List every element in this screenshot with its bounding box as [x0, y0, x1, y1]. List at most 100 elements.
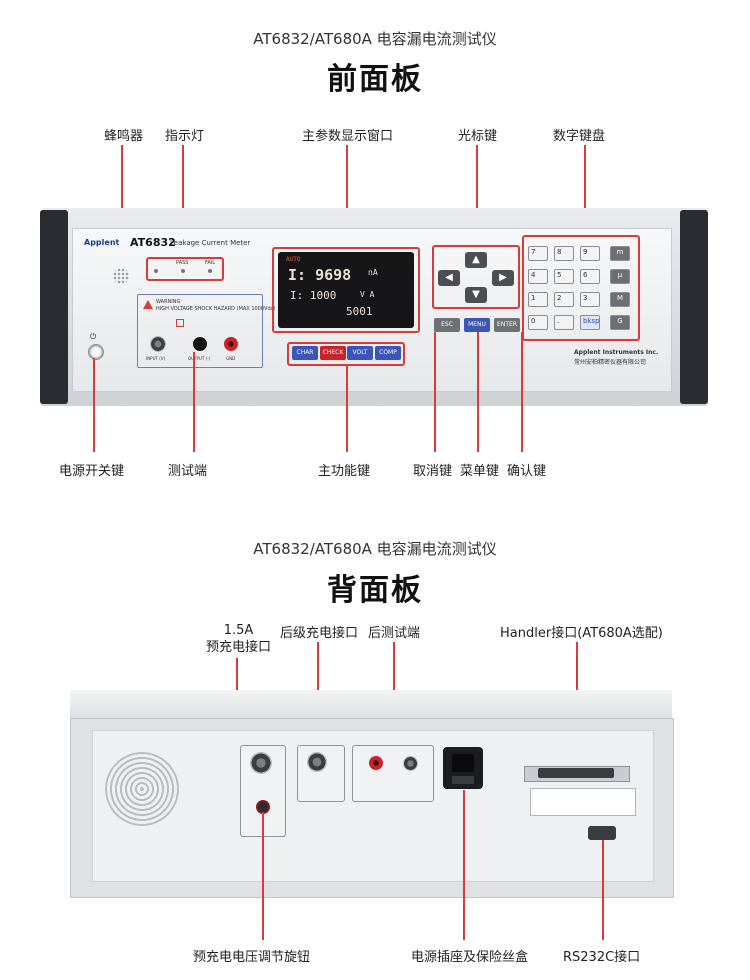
comp-key[interactable]: COMP: [375, 346, 401, 360]
menu-key[interactable]: MENU: [464, 318, 490, 332]
rear-title: 背面板: [327, 573, 423, 608]
function-keys-highlight: [287, 342, 405, 366]
label-test-terminal: 测试端: [168, 464, 208, 479]
keypad-key-bksp[interactable]: bksp: [580, 315, 600, 330]
unit-key-giga[interactable]: G: [610, 315, 630, 330]
warning-title: WARNING: [156, 299, 181, 305]
indicator-led-1: [154, 269, 158, 273]
screen-line-1: I: 9698: [288, 266, 352, 284]
rear-test-red-terminal[interactable]: [369, 756, 383, 770]
indicator-led-fail: [208, 269, 212, 273]
screen-line-3: 5001: [346, 305, 373, 318]
label-post-charge-port: 后级充电接口: [280, 626, 359, 641]
leader-main-display: [346, 145, 348, 247]
model-description: Leakage Current Meter: [170, 239, 251, 247]
post-charge-connector[interactable]: [307, 752, 327, 772]
leader-cursor-keys: [476, 145, 478, 245]
left-arrow-key[interactable]: ◀: [438, 270, 460, 286]
leader-function-keys: [346, 366, 348, 452]
left-rack-ear: [40, 210, 68, 404]
front-title: 前面板: [327, 62, 423, 97]
unit-key-micro[interactable]: μ: [610, 269, 630, 284]
cooling-fan-grille: [105, 752, 179, 826]
check-key[interactable]: CHECK: [320, 346, 346, 360]
label-function-keys: 主功能键: [318, 464, 371, 479]
unit-key-m[interactable]: m: [610, 246, 630, 261]
keypad-key-5[interactable]: 5: [554, 269, 574, 284]
rear-nameplate: [530, 788, 636, 816]
rear-test-panel: [352, 745, 434, 802]
screen-unit-1: nA: [368, 268, 378, 277]
leader-precharge-knob: [262, 812, 264, 940]
front-subtitle: AT6832/AT680A 电容漏电流测试仪: [253, 30, 497, 48]
rear-subtitle: AT6832/AT680A 电容漏电流测试仪: [253, 540, 497, 558]
keypad-key-8[interactable]: 8: [554, 246, 574, 261]
screen-auto-flag: AUTO: [286, 256, 301, 263]
main-display-screen: [278, 252, 414, 328]
input-bnc-terminal[interactable]: [150, 336, 166, 352]
label-numeric-keypad: 数字键盘: [553, 129, 606, 144]
output-terminal[interactable]: [193, 337, 207, 351]
leader-indicator: [182, 145, 184, 257]
pass-label: PASS: [176, 260, 189, 266]
screen-line-2: I: 1000: [290, 289, 337, 302]
leader-test-terminal: [193, 352, 195, 452]
leader-confirm-key: [521, 332, 523, 452]
company-name-cn: 常州安柏精密仪器有限公司: [574, 359, 647, 366]
keypad-highlight: [522, 235, 640, 341]
keypad-key-9[interactable]: 9: [580, 246, 600, 261]
label-buzzer: 蜂鸣器: [104, 129, 144, 144]
rear-test-bnc-terminal[interactable]: [403, 756, 418, 771]
fail-label: FAIL: [205, 260, 216, 266]
input-label: INPUT (V): [146, 356, 166, 361]
label-cursor-keys: 光标键: [458, 129, 498, 144]
label-rear-test: 后测试端: [368, 626, 421, 641]
label-rs232: RS232C接口: [563, 950, 641, 965]
iec-inlet: [452, 754, 474, 772]
fuse-drawer[interactable]: [452, 776, 474, 784]
precharge-connector[interactable]: [250, 752, 272, 774]
char-key[interactable]: CHAR: [292, 346, 318, 360]
keypad-key-6[interactable]: 6: [580, 269, 600, 284]
label-indicator: 指示灯: [165, 129, 205, 144]
keypad-key-2[interactable]: 2: [554, 292, 574, 307]
warning-text: HIGH VOLTAGE SHOCK HAZARD (MAX 1000Vdc): [156, 306, 276, 312]
keypad-key-1[interactable]: 1: [528, 292, 548, 307]
keypad-key-dot[interactable]: .: [554, 315, 574, 330]
label-menu-key: 菜单键: [460, 464, 500, 479]
test-terminal-panel: [137, 294, 263, 368]
leader-cancel-key: [434, 332, 436, 452]
leader-buzzer: [121, 145, 123, 255]
label-main-display: 主参数显示窗口: [302, 129, 394, 144]
right-arrow-key[interactable]: ▶: [492, 270, 514, 286]
keypad-key-3[interactable]: 3: [580, 292, 600, 307]
leader-menu-key: [477, 332, 479, 452]
down-arrow-key[interactable]: ▼: [465, 287, 487, 303]
gnd-terminal[interactable]: [224, 337, 238, 351]
volt-key[interactable]: VOLT: [347, 346, 373, 360]
label-handler-port: Handler接口(AT680A选配): [500, 626, 663, 641]
label-power-socket: 电源插座及保险丝盒: [411, 950, 529, 965]
enter-key[interactable]: ENTER: [494, 318, 520, 332]
model-name: AT6832: [130, 236, 176, 249]
power-switch[interactable]: [88, 344, 104, 360]
keypad-key-0[interactable]: 0: [528, 315, 548, 330]
handler-connector[interactable]: [538, 768, 614, 778]
screen-unit-2: V A: [360, 290, 375, 299]
leader-power-socket: [463, 790, 465, 940]
cursor-keys-highlight: [432, 245, 520, 309]
rs232-connector[interactable]: [588, 826, 616, 840]
unit-key-mega[interactable]: M: [610, 292, 630, 307]
up-arrow-key[interactable]: ▲: [465, 252, 487, 268]
right-rack-ear: [680, 210, 708, 404]
company-name-en: Applent Instruments Inc.: [574, 349, 659, 356]
keypad-key-4[interactable]: 4: [528, 269, 548, 284]
display-highlight: [272, 247, 420, 333]
brand-logo: Applent: [84, 238, 120, 247]
buzzer-grille: [113, 268, 129, 284]
keypad-key-7[interactable]: 7: [528, 246, 548, 261]
esc-key[interactable]: ESC: [434, 318, 460, 332]
hv-indicator: [176, 319, 184, 327]
leader-power-switch: [93, 358, 95, 452]
warning-icon: [143, 300, 153, 309]
